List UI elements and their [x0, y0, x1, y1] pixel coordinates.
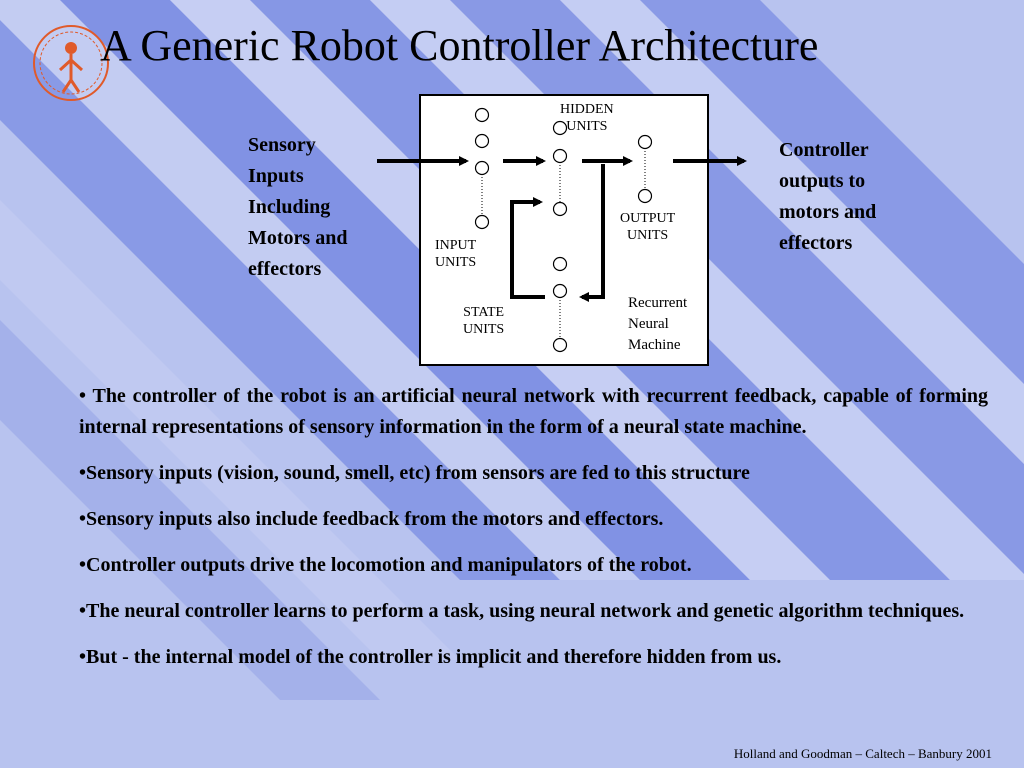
hidden-units-label: HIDDEN UNITS [560, 101, 614, 135]
label-line: Neural [628, 316, 669, 332]
label-line: Motors and [248, 227, 348, 249]
sensory-inputs-label: Sensory Inputs Including Motors and effe… [248, 130, 347, 285]
label-line: effectors [248, 258, 322, 280]
output-units-label: OUTPUT UNITS [620, 210, 675, 244]
bullet-item: • The controller of the robot is an arti… [79, 385, 988, 438]
label-line: motors and [779, 201, 877, 223]
controller-outputs-label: Controller outputs to motors and effecto… [779, 135, 876, 259]
bullet-item: •But - the internal model of the control… [79, 646, 782, 668]
bullet-list: • The controller of the robot is an arti… [79, 381, 988, 688]
network-diagram-box [419, 94, 709, 366]
slide-footer: Holland and Goodman – Caltech – Banbury … [733, 746, 992, 761]
bullet-item: •The neural controller learns to perform… [79, 600, 965, 622]
label-line: outputs to [779, 170, 866, 192]
label-line: Including [248, 196, 331, 218]
label-line: Recurrent [628, 295, 688, 311]
label-line: UNITS [463, 322, 505, 337]
label-line: UNITS [435, 255, 477, 270]
label-line: UNITS [627, 228, 669, 243]
label-line: HIDDEN [560, 102, 614, 117]
institution-logo-icon [33, 25, 109, 101]
label-line: OUTPUT [620, 211, 676, 226]
bullet-item: •Sensory inputs also include feedback fr… [79, 508, 664, 530]
label-line: Sensory [248, 134, 316, 156]
bullet-item: •Sensory inputs (vision, sound, smell, e… [79, 462, 750, 484]
label-line: UNITS [566, 119, 608, 134]
label-line: INPUT [435, 238, 477, 253]
label-line: Machine [628, 337, 681, 353]
slide-title: A Generic Robot Controller Architecture [100, 21, 819, 70]
label-line: effectors [779, 232, 853, 254]
recurrent-neural-machine-label: Recurrent Neural Machine [628, 293, 687, 356]
label-line: Controller [779, 139, 869, 161]
bullet-item: •Controller outputs drive the locomotion… [79, 554, 692, 576]
label-line: Inputs [248, 165, 304, 187]
state-units-label: STATE UNITS [463, 304, 504, 338]
input-units-label: INPUT UNITS [435, 237, 476, 271]
label-line: STATE [463, 305, 505, 320]
